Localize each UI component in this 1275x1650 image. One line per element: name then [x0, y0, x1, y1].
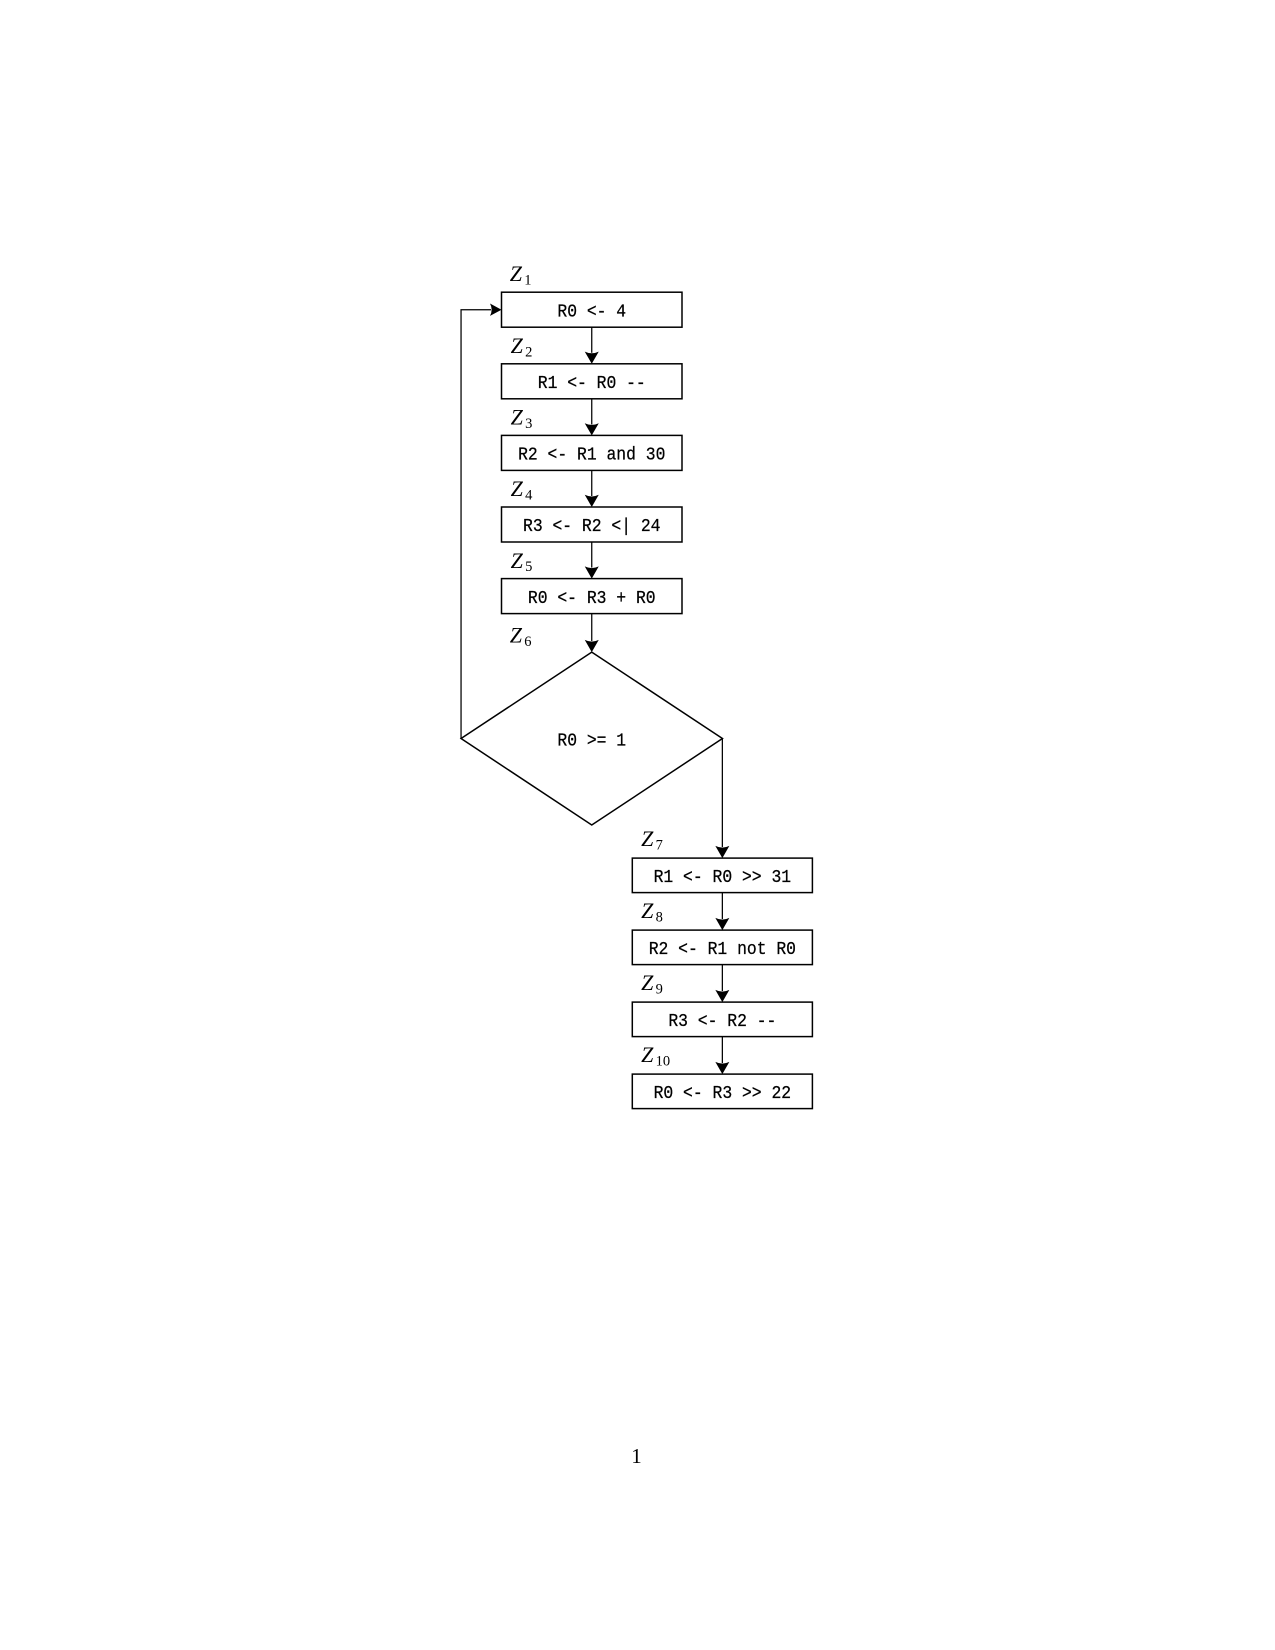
svg-text:R1 <- R0 --: R1 <- R0 -- [538, 373, 646, 394]
svg-text:10: 10 [656, 1054, 671, 1070]
svg-text:6: 6 [524, 634, 531, 650]
svg-text:2: 2 [525, 344, 532, 360]
svg-text:8: 8 [656, 910, 663, 926]
svg-text:R3 <- R2 --: R3 <- R2 -- [668, 1011, 776, 1032]
svg-text:R0 <- 4: R0 <- 4 [557, 301, 626, 322]
svg-text:R0 <- R3 + R0: R0 <- R3 + R0 [528, 588, 656, 609]
svg-text:Z: Z [511, 476, 524, 501]
svg-text:9: 9 [656, 982, 663, 998]
svg-text:Z: Z [641, 1042, 654, 1067]
svg-text:R2 <- R1 and 30: R2 <- R1 and 30 [518, 445, 665, 466]
svg-text:Z: Z [641, 898, 654, 923]
svg-text:Z: Z [511, 548, 524, 573]
svg-text:Z: Z [641, 970, 654, 995]
svg-text:R0 <- R3 >> 22: R0 <- R3 >> 22 [654, 1083, 792, 1104]
svg-text:Z: Z [511, 405, 524, 430]
svg-text:Z: Z [511, 333, 524, 358]
svg-text:Z: Z [510, 623, 523, 648]
svg-text:3: 3 [525, 416, 532, 432]
svg-text:Z: Z [510, 261, 523, 286]
svg-text:R1 <- R0 >> 31: R1 <- R0 >> 31 [654, 867, 792, 888]
svg-text:R3 <- R2 <| 24: R3 <- R2 <| 24 [523, 516, 661, 537]
svg-text:1: 1 [524, 273, 531, 289]
svg-text:R2 <- R1 not R0: R2 <- R1 not R0 [649, 939, 796, 960]
svg-text:7: 7 [656, 838, 663, 854]
svg-text:R0 >= 1: R0 >= 1 [557, 730, 626, 751]
svg-text:5: 5 [525, 559, 532, 575]
svg-text:4: 4 [525, 488, 533, 504]
svg-text:1: 1 [631, 1444, 642, 1468]
svg-text:Z: Z [641, 826, 654, 851]
